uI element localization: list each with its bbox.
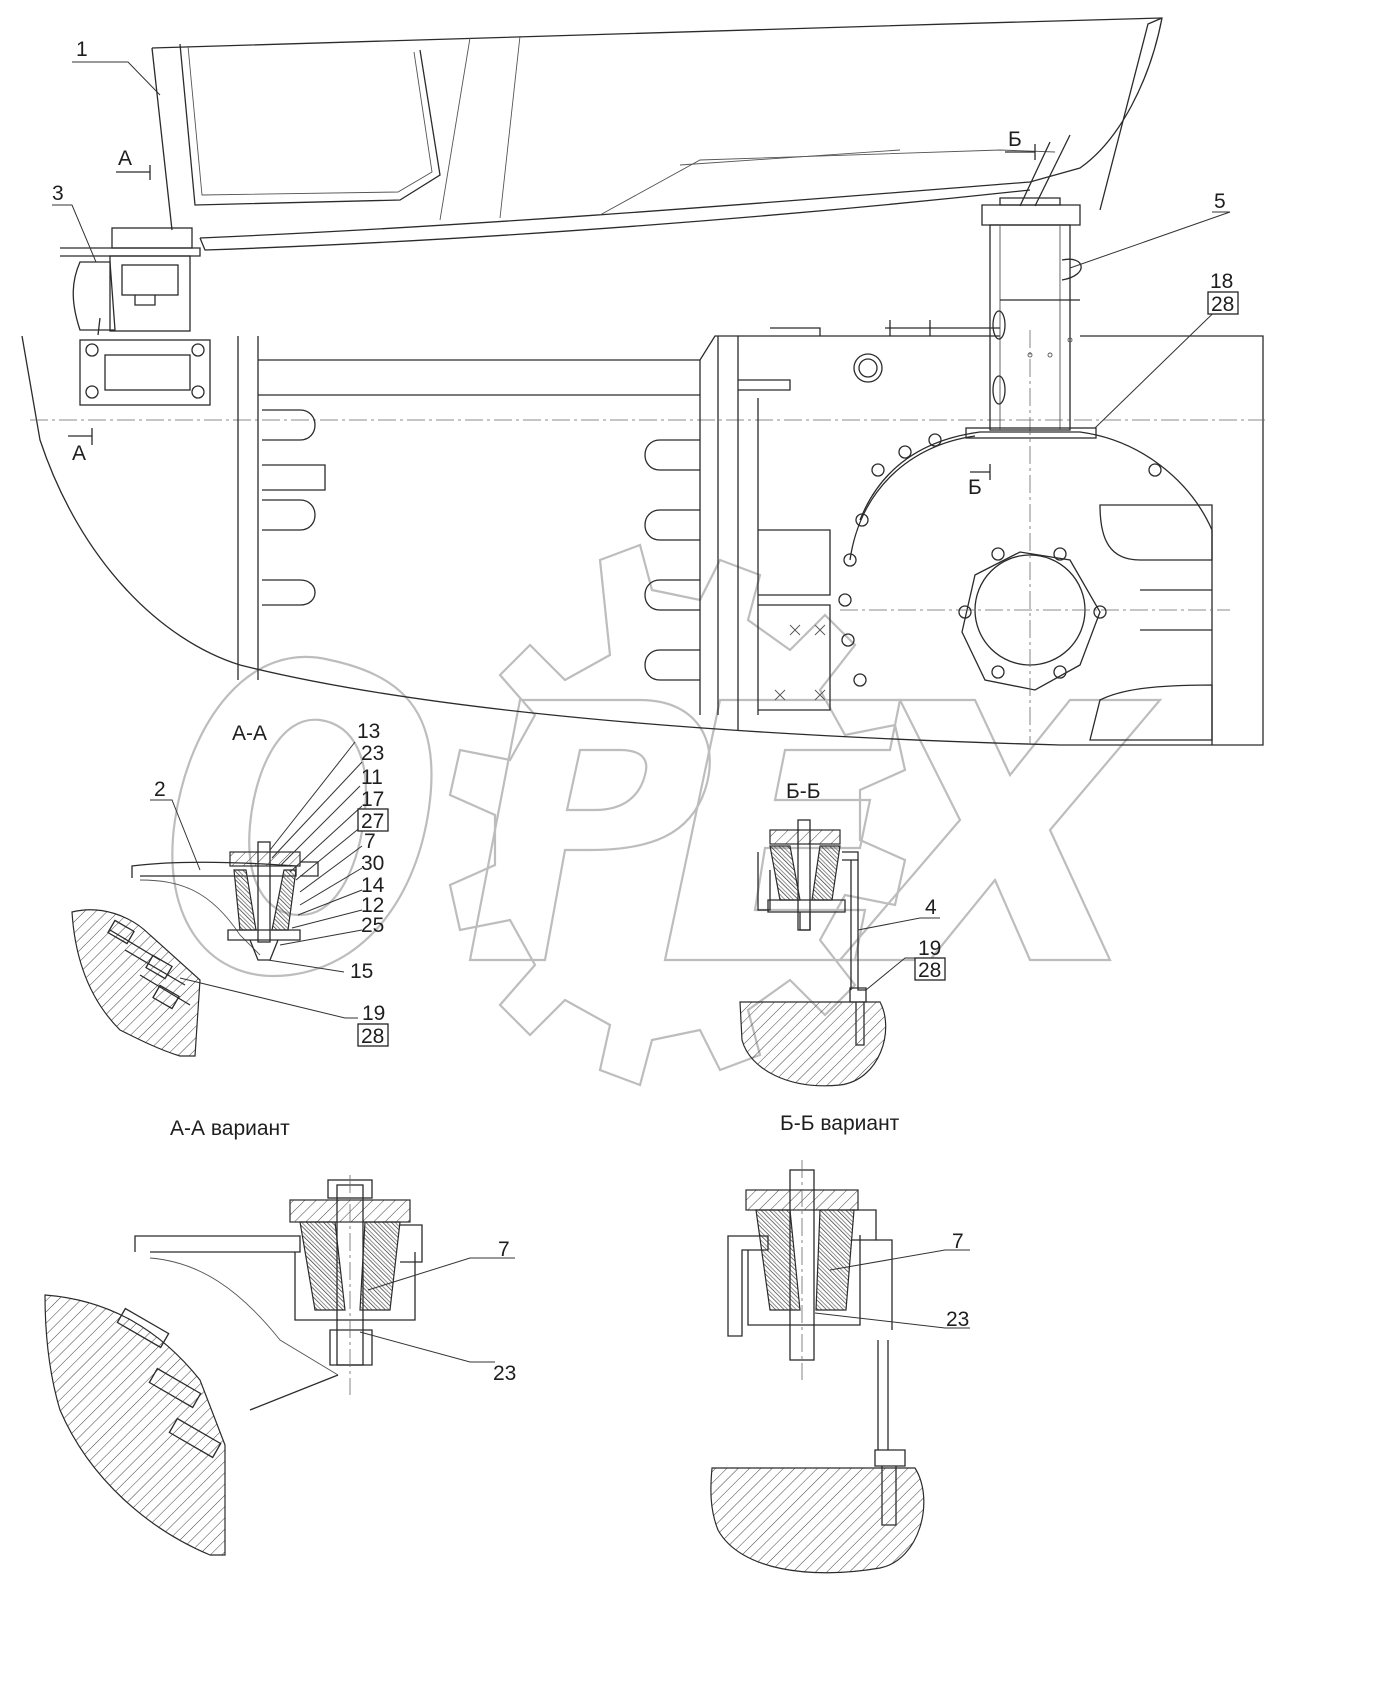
bb-callout-4: 4 (925, 896, 937, 919)
aa-callout-7: 7 (364, 830, 376, 853)
callout-5: 5 (1214, 190, 1226, 213)
section-aa-title: А-А (232, 722, 267, 745)
aa-callout-19: 19 (362, 1002, 385, 1025)
callout-28-box (1207, 291, 1239, 315)
bb-callout-28: 28 (918, 959, 941, 982)
frame-slots (262, 409, 831, 711)
aa-callout-27: 27 (361, 810, 384, 833)
aa-callout-27-box (357, 808, 389, 832)
front-support-3 (60, 227, 211, 406)
aa-variant-leaders (359, 1257, 515, 1363)
bb-variant-leaders (814, 1249, 970, 1329)
bb-variant-callout-23: 23 (946, 1308, 969, 1331)
bb-variant-callout-7: 7 (952, 1230, 964, 1253)
aa-callout-17: 17 (361, 788, 384, 811)
aa-variant-callout-23: 23 (493, 1362, 516, 1385)
section-bb-variant-title: Б-Б вариант (780, 1112, 900, 1135)
aa-callout-12: 12 (361, 894, 384, 917)
aa-callout-28-box (357, 1023, 389, 1047)
frame (21, 327, 1265, 746)
section-markers: А А Б Б (68, 128, 1036, 499)
callout-18: 18 (1210, 270, 1233, 293)
aa-leaders (150, 741, 363, 1019)
callout-28: 28 (1211, 293, 1234, 316)
main-view: А А Б Б 1 3 5 18 28 (21, 17, 1265, 746)
aa-callout-25: 25 (361, 914, 384, 937)
section-mark-b-top: Б (1008, 128, 1022, 151)
watermark (171, 543, 1163, 1087)
section-aa-variant: А-А вариант 7 23 (44, 1117, 516, 1556)
flange-bolts (838, 433, 1162, 687)
section-bb-variant: Б-Б вариант 7 23 (710, 1112, 970, 1574)
section-bb: Б-Б 4 19 28 (739, 780, 946, 1087)
rear-support-5 (885, 197, 1097, 439)
cab-body (151, 17, 1163, 251)
aa-callout-13: 13 (357, 720, 380, 743)
bb-callout-28-box (914, 957, 946, 981)
final-drive-housing (838, 330, 1230, 745)
section-mark-a-bottom: А (72, 442, 86, 465)
callout-3: 3 (52, 182, 64, 205)
aa-callout-28: 28 (361, 1025, 384, 1048)
section-aa: А-А 13 23 11 (71, 720, 389, 1057)
section-mark-b-bottom: Б (968, 476, 982, 499)
section-mark-a-top: А (118, 147, 132, 170)
aa-callout-14: 14 (361, 874, 385, 897)
aa-callout-11: 11 (361, 766, 383, 789)
main-leaders (52, 61, 1237, 429)
aa-callout-2: 2 (154, 778, 166, 801)
section-aa-variant-title: А-А вариант (170, 1117, 290, 1140)
aa-variant-callout-7: 7 (498, 1238, 510, 1261)
aa-callout-23: 23 (361, 742, 384, 765)
bb-callout-19: 19 (918, 937, 941, 960)
watermark-letters (171, 655, 1163, 978)
aa-callout-15: 15 (350, 960, 373, 983)
aa-callout-30: 30 (361, 852, 384, 875)
section-bb-title: Б-Б (786, 780, 821, 803)
callout-1: 1 (76, 38, 88, 61)
rivets (774, 624, 826, 701)
